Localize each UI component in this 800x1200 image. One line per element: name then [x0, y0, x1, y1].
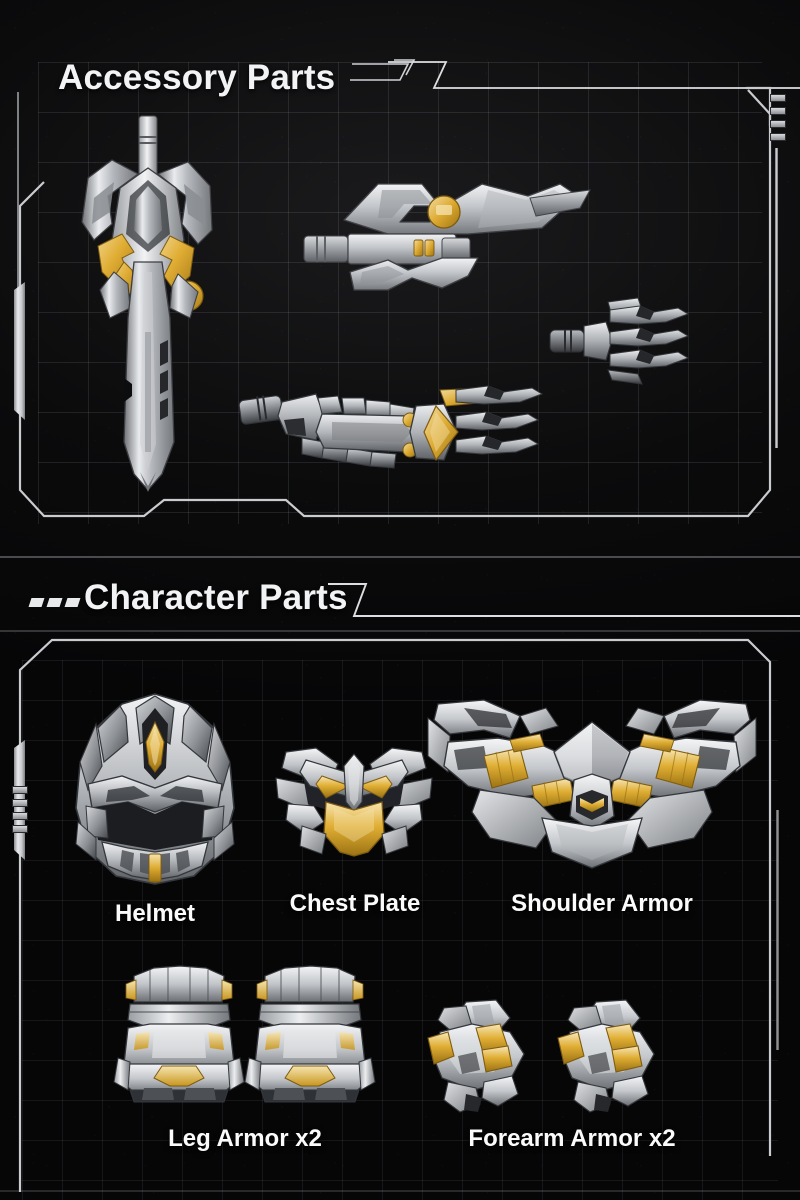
part-shoulder-armor[interactable]	[424, 694, 760, 872]
character-header-rule	[328, 583, 800, 617]
left-edge-highlight-bar	[14, 282, 25, 420]
bottom-edge-line	[0, 1190, 800, 1192]
part-chest-plate[interactable]	[272, 742, 436, 868]
part-leg-armor[interactable]	[110, 962, 376, 1103]
part-helmet[interactable]	[62, 690, 248, 888]
accessory-header-rule	[350, 59, 800, 89]
label-chest-plate: Chest Plate	[289, 890, 421, 917]
character-section-header: Character Parts	[28, 578, 800, 638]
part-claw-hand[interactable]	[546, 296, 706, 392]
section-divider-upper	[0, 556, 800, 558]
accessory-section-header: Accessory Parts	[58, 58, 800, 114]
part-robotic-arm[interactable]	[232, 372, 548, 480]
part-forearm-armor[interactable]	[424, 999, 672, 1116]
character-section-dash-marks	[28, 598, 81, 607]
part-greatsword[interactable]	[78, 112, 218, 502]
label-forearm-armor: Forearm Armor x2	[468, 1125, 676, 1152]
label-shoulder-armor: Shoulder Armor	[511, 890, 693, 917]
right-edge-vertical-line-2	[776, 810, 779, 1050]
label-leg-armor: Leg Armor x2	[168, 1125, 322, 1152]
section-divider-lower	[0, 630, 800, 632]
right-edge-vertical-line	[775, 148, 778, 448]
left-edge-vertical-line	[17, 92, 19, 292]
label-helmet: Helmet	[114, 900, 196, 927]
left-edge-tick-marks-2	[12, 786, 28, 833]
right-edge-tick-marks	[770, 94, 786, 141]
part-rifle-weapon[interactable]	[292, 172, 612, 308]
character-section-title: Character Parts	[84, 578, 348, 617]
accessory-section-title: Accessory Parts	[58, 58, 336, 97]
